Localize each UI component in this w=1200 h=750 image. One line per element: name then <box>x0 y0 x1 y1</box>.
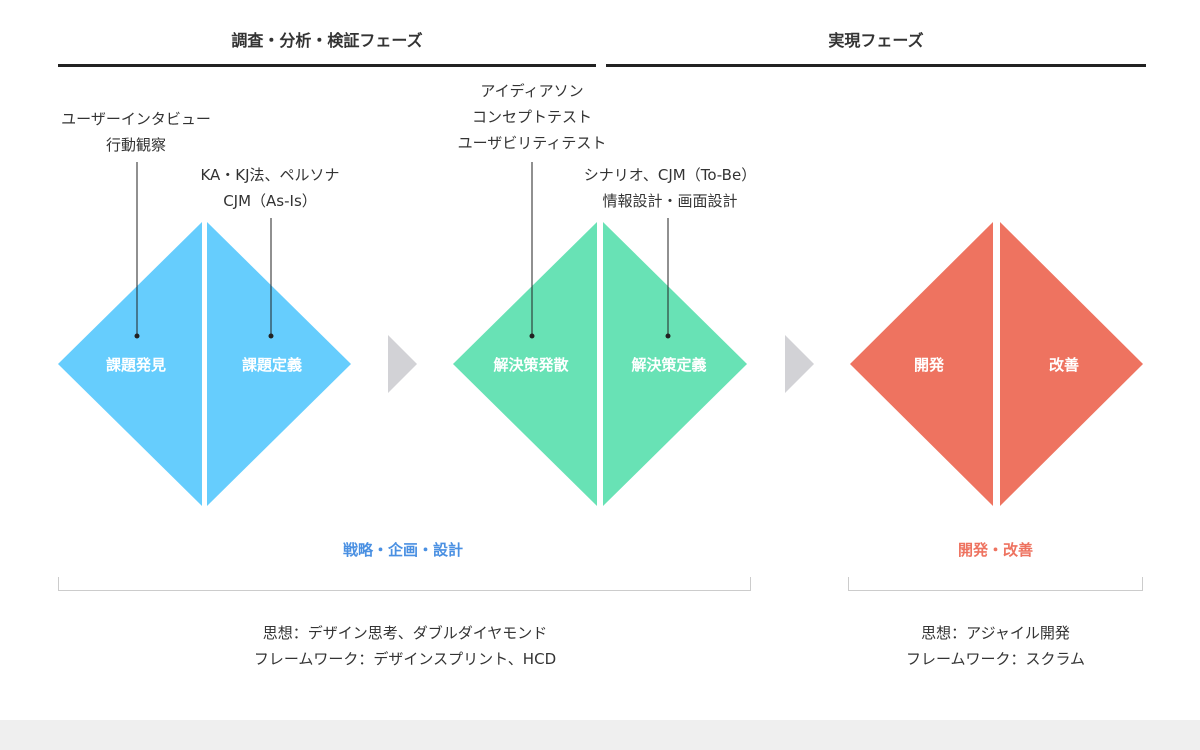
pointer-dot-develop <box>529 333 535 339</box>
annotation-define: KA・KJ法、ペルソナ CJM（As-Is） <box>170 162 370 214</box>
description-dev-line-1: 思想：アジャイル開発 <box>921 624 1070 642</box>
annotation-develop-line-1: アイディアソン <box>480 82 584 100</box>
diamond-label-improve: 改善 <box>1049 356 1079 374</box>
diamond-half-define <box>207 222 351 506</box>
diamond-label-build: 開発 <box>914 356 945 374</box>
bracket-dev <box>848 577 1143 591</box>
annotation-develop-line-2: コンセプトテスト <box>471 108 592 126</box>
pointer-dot-define <box>268 333 274 339</box>
description-dev: 思想：アジャイル開発 フレームワーク：スクラム <box>848 620 1143 672</box>
phase-line-realization <box>606 64 1146 67</box>
annotation-deliver-line-2: 情報設計・画面設計 <box>602 192 738 210</box>
diamond-half-improve <box>1000 222 1143 506</box>
annotation-deliver: シナリオ、CJM（To-Be） 情報設計・画面設計 <box>560 162 780 214</box>
annotation-define-line-2: CJM（As-Is） <box>223 192 317 210</box>
description-dev-line-2: フレームワーク：スクラム <box>905 650 1086 668</box>
annotation-discover-line-1: ユーザーインタビュー <box>61 110 211 128</box>
pointer-dot-deliver <box>665 333 671 339</box>
double-diamond-diagram: 調査・分析・検証フェーズ 実現フェーズ ユーザーインタビュー 行動観察 KA・K… <box>36 31 1146 672</box>
pointer-dot-discover <box>134 333 140 339</box>
diamond-label-discover: 課題発見 <box>106 356 166 374</box>
diamond-half-deliver <box>603 222 747 506</box>
diamond-half-discover <box>58 222 202 506</box>
description-strategy-line-2: フレームワーク：デザインスプリント、HCD <box>253 650 557 668</box>
annotation-discover: ユーザーインタビュー 行動観察 <box>36 106 236 158</box>
footer-band <box>0 720 1200 750</box>
diamond-label-deliver: 解決策定義 <box>631 356 706 374</box>
phase-line-research <box>58 64 596 67</box>
diamond-label-define: 課題定義 <box>242 356 302 374</box>
annotation-deliver-line-1: シナリオ、CJM（To-Be） <box>583 166 757 184</box>
annotation-discover-line-2: 行動観察 <box>105 136 166 154</box>
stage-label-strategy: 戦略・企画・設計 <box>342 541 463 559</box>
phase-label-research: 調査・分析・検証フェーズ <box>231 31 423 50</box>
arrow-right-icon <box>785 335 814 393</box>
stage-label-dev: 開発・改善 <box>957 541 1033 559</box>
diamond-shapes: 課題発見 課題定義 解決策発散 解決策定義 開発 改善 <box>58 162 1143 506</box>
phase-label-realization: 実現フェーズ <box>828 31 924 50</box>
annotation-develop-line-3: ユーザビリティテスト <box>457 134 607 152</box>
description-strategy: 思想：デザイン思考、ダブルダイヤモンド フレームワーク：デザインスプリント、HC… <box>150 620 660 672</box>
description-strategy-line-1: 思想：デザイン思考、ダブルダイヤモンド <box>262 624 548 642</box>
annotation-define-line-1: KA・KJ法、ペルソナ <box>200 166 340 184</box>
annotation-develop: アイディアソン コンセプトテスト ユーザビリティテスト <box>432 78 632 156</box>
bracket-strategy <box>58 577 751 591</box>
diamond-half-build <box>850 222 993 506</box>
diamond-half-develop <box>453 222 597 506</box>
arrow-right-icon <box>388 335 417 393</box>
diamond-label-develop: 解決策発散 <box>493 356 569 374</box>
